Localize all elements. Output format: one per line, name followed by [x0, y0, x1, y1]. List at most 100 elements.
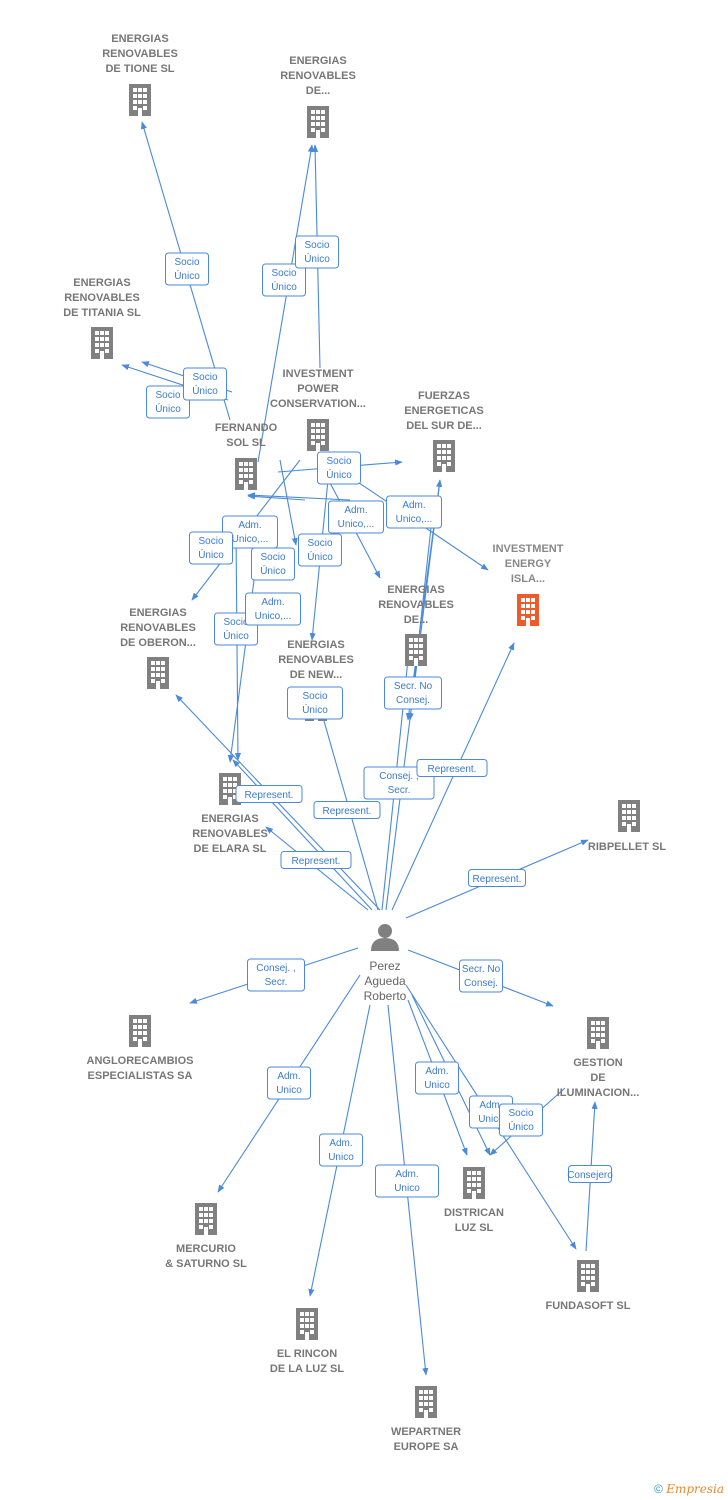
- relation-label[interactable]: Adm.Unico: [375, 1164, 439, 1198]
- relation-text: Único: [155, 402, 181, 415]
- company-label: RENOVABLES: [378, 599, 454, 611]
- relation-label[interactable]: Represent.: [313, 801, 381, 819]
- relation-text: Consej. ,: [256, 963, 295, 974]
- company-label: LUZ SL: [455, 1222, 494, 1234]
- company-node-ipc[interactable]: INVESTMENTPOWERCONSERVATION...: [270, 368, 366, 451]
- company-label: ENERGY: [505, 558, 552, 570]
- relation-text: Único: [174, 269, 200, 282]
- company-label: DE NEW...: [290, 669, 343, 681]
- company-label: ENERGIAS: [129, 607, 186, 619]
- company-node-iei[interactable]: INVESTMENTENERGYISLA...: [493, 543, 564, 626]
- company-label: MERCURIO: [176, 1243, 236, 1255]
- relation-label[interactable]: Adm.Unico,...: [245, 592, 301, 626]
- relation-label[interactable]: Consej. ,Secr.: [363, 766, 435, 800]
- company-label: ENERGIAS: [111, 33, 168, 45]
- person-icon-body: [371, 938, 399, 951]
- company-label: DE...: [306, 85, 330, 97]
- company-label: WEPARTNER: [391, 1426, 461, 1438]
- relation-text: Adm.: [425, 1066, 448, 1077]
- relation-text: Único: [192, 384, 218, 397]
- company-label: EL RINCON: [277, 1348, 337, 1360]
- relation-text: Adm.: [261, 597, 284, 608]
- relation-text: Consej.: [464, 978, 498, 989]
- relation-text: Unico: [424, 1080, 450, 1091]
- relation-label[interactable]: Adm. Unico: [415, 1061, 459, 1095]
- company-label: DE TIONE SL: [105, 63, 174, 75]
- company-label: ESPECIALISTAS SA: [88, 1070, 193, 1082]
- relation-text: Socio: [304, 240, 329, 251]
- relation-text: Unico: [328, 1152, 354, 1163]
- person-name: Perez: [369, 959, 400, 973]
- company-node-gestion[interactable]: GESTIONDEILUMINACION...: [557, 1017, 640, 1099]
- company-node-fundasoft[interactable]: FUNDASOFT SL: [546, 1260, 631, 1312]
- relation-text: Socio: [271, 268, 296, 279]
- relation-text: Único: [326, 468, 352, 481]
- relation-text: Adm.: [277, 1071, 300, 1082]
- relation-edge: [247, 493, 306, 501]
- company-node-mercurio[interactable]: MERCURIO& SATURNO SL: [165, 1203, 247, 1270]
- relation-label[interactable]: Adm.Unico,...: [386, 495, 442, 529]
- building-icon: [517, 594, 539, 626]
- company-label: DEL SUR DE...: [406, 420, 482, 432]
- company-label: ENERGIAS: [73, 277, 130, 289]
- company-label: INVESTMENT: [283, 368, 354, 380]
- company-node-de2[interactable]: ENERGIASRENOVABLESDE...: [378, 584, 454, 666]
- relation-label[interactable]: Adm.Unico: [319, 1133, 363, 1167]
- company-node-de1[interactable]: ENERGIASRENOVABLESDE...: [280, 55, 356, 138]
- relation-label[interactable]: Represent.: [280, 851, 352, 869]
- company-label: ENERGIAS: [201, 813, 258, 825]
- relation-text: Represent.: [428, 764, 477, 775]
- relation-text: Represent.: [292, 856, 341, 867]
- relation-text: Represent.: [323, 806, 372, 817]
- relation-label[interactable]: Adm.Unico,...: [328, 500, 384, 534]
- relation-text: Socio: [307, 538, 332, 549]
- relation-label[interactable]: Represent.: [416, 759, 488, 777]
- relation-label[interactable]: Represent.: [235, 785, 303, 803]
- company-label: RENOVABLES: [120, 622, 196, 634]
- company-label: FUNDASOFT SL: [546, 1300, 631, 1312]
- relation-text: Adm.: [395, 1169, 418, 1180]
- relation-label[interactable]: Consej. ,Secr.: [247, 958, 305, 992]
- relation-text: Socio: [198, 536, 223, 547]
- relation-text: Único: [198, 548, 224, 561]
- building-icon: [405, 634, 427, 666]
- relation-label[interactable]: Represent.: [468, 869, 526, 887]
- footer-brand: © Empresia: [654, 1482, 724, 1496]
- relation-label[interactable]: Consejero: [567, 1165, 613, 1183]
- building-icon: [587, 1017, 609, 1049]
- relation-text: Socio: [302, 691, 327, 702]
- brand-logo[interactable]: Empresia: [666, 1482, 724, 1496]
- relation-text: Represent.: [245, 790, 294, 801]
- relation-label[interactable]: Adm.Unico: [267, 1066, 311, 1100]
- company-label: RENOVABLES: [280, 70, 356, 82]
- company-label: RENOVABLES: [278, 654, 354, 666]
- building-icon: [618, 800, 640, 832]
- company-node-ribpellet[interactable]: RIBPELLET SL: [588, 800, 667, 853]
